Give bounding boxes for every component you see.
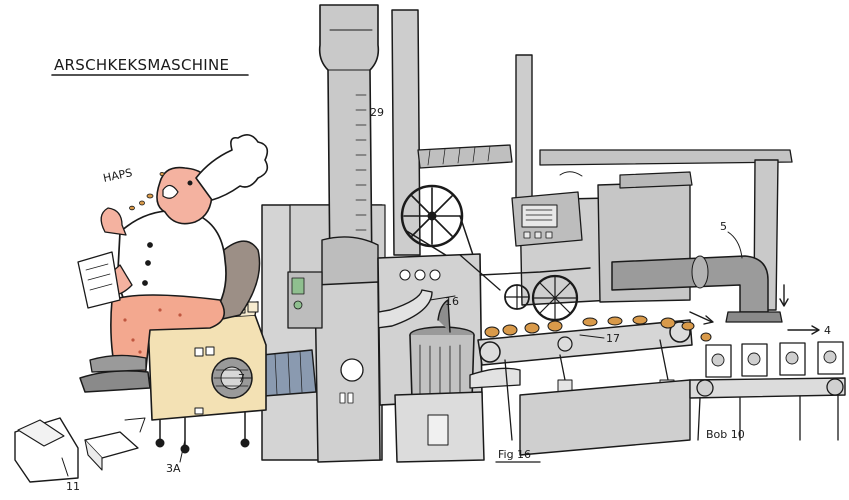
drive-wheels [479,267,591,322]
chef-character [77,134,269,393]
label-press-wheel: 16 [445,295,459,308]
label-conveyor: 17 [606,332,620,345]
packaging-line [689,341,846,441]
conveyor-belt [477,319,693,456]
chair-back [217,240,261,321]
mixing-vat [409,299,475,406]
chimney [318,4,380,286]
label-chimney: 29 [370,106,384,119]
label-boxes: 11 [66,480,80,493]
overhead-beam [539,149,793,166]
figure-label: Fig 16 [498,448,531,461]
label-output: 4 [824,324,831,337]
biscuit-boxes [14,417,146,483]
drawing-title: ARSCHKEKSMASCHINE [54,56,229,74]
duct [611,255,783,323]
label-base-unit: 3A [166,462,181,475]
speech-text: HAPS [102,166,133,185]
biscuits [484,315,712,342]
flow-arrows [689,284,820,335]
chef-hat [195,134,269,201]
label-duct: 5 [720,220,727,233]
pillar [391,9,421,256]
label-fan: 7 [238,372,245,385]
control-panel [511,171,583,247]
leader-lines [61,231,743,477]
signature: Bob 10 [706,428,745,441]
green-panel [287,271,323,329]
